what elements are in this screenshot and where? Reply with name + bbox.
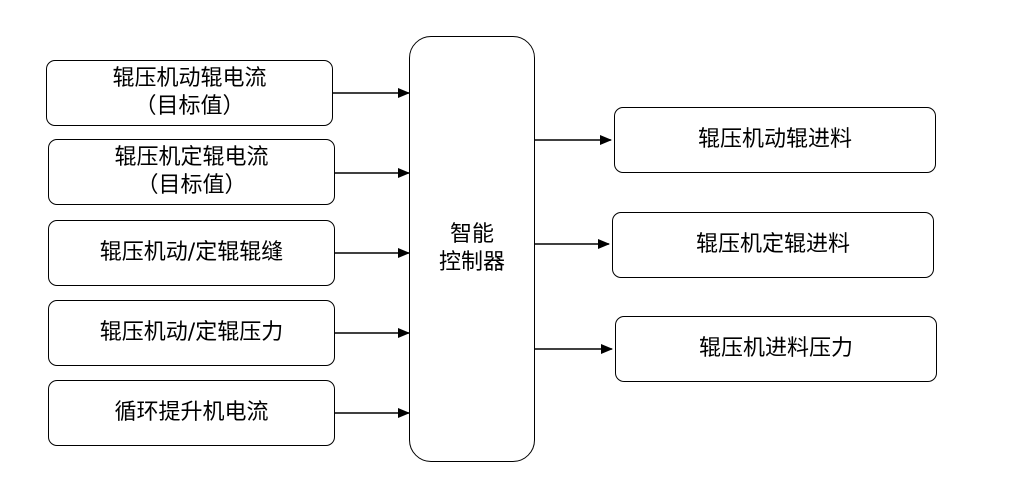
input-box-label: 辊压机动/定辊压力 — [99, 320, 284, 345]
controller-label-line1: 智能 — [449, 222, 494, 247]
output-box-motor-roll-feed: 辊压机动辊进料 — [614, 107, 936, 173]
output-box-fixed-roll-feed: 辊压机定辊进料 — [612, 212, 934, 278]
input-box-sublabel: （目标值） — [136, 173, 247, 198]
input-box-roll-pressure: 辊压机动/定辊压力 — [48, 300, 335, 366]
input-box-label: 辊压机动辊电流 — [112, 66, 267, 91]
controller-label-line2: 控制器 — [438, 250, 505, 275]
intelligent-controller-box: 智能 控制器 — [409, 36, 535, 462]
input-box-sublabel: （目标值） — [134, 94, 245, 119]
input-box-label: 循环提升机电流 — [114, 400, 269, 425]
input-box-motor-roll-current: 辊压机动辊电流 （目标值） — [46, 60, 333, 126]
output-box-label: 辊压机进料压力 — [698, 336, 853, 361]
output-box-feed-pressure: 辊压机进料压力 — [615, 316, 937, 382]
output-box-label: 辊压机定辊进料 — [695, 232, 850, 257]
output-box-label: 辊压机动辊进料 — [697, 127, 852, 152]
input-box-label: 辊压机定辊电流 — [114, 145, 269, 170]
input-box-roll-gap: 辊压机动/定辊辊缝 — [48, 220, 335, 286]
input-box-fixed-roll-current: 辊压机定辊电流 （目标值） — [48, 139, 335, 205]
input-box-elevator-current: 循环提升机电流 — [48, 380, 335, 446]
input-box-label: 辊压机动/定辊辊缝 — [99, 240, 284, 265]
